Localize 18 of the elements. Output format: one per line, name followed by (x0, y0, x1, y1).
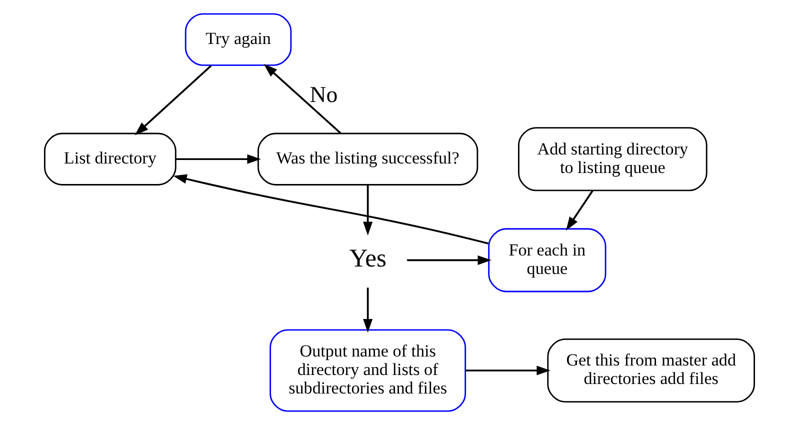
arrow (263, 64, 341, 134)
arrow (565, 190, 593, 231)
node-box: Output name of this directory and lists of subdirectories and files (269, 329, 466, 412)
arrow (406, 255, 491, 265)
node-box: Get this from master add directories add files (546, 338, 755, 403)
edge-label: No (309, 82, 338, 107)
arrow (134, 65, 212, 136)
node-box: For each in queue (488, 228, 606, 292)
node-text: Yes (348, 243, 386, 272)
arrow (176, 154, 260, 164)
node-box: Add starting directory to listing queue (518, 127, 707, 192)
node-box: List directory (43, 132, 176, 186)
arrow (362, 288, 372, 333)
arrow (465, 366, 550, 376)
arrow (172, 174, 488, 244)
arrow (362, 184, 372, 236)
node-box: Was the listing successful? (257, 132, 478, 186)
node-box: Try again (184, 13, 292, 66)
